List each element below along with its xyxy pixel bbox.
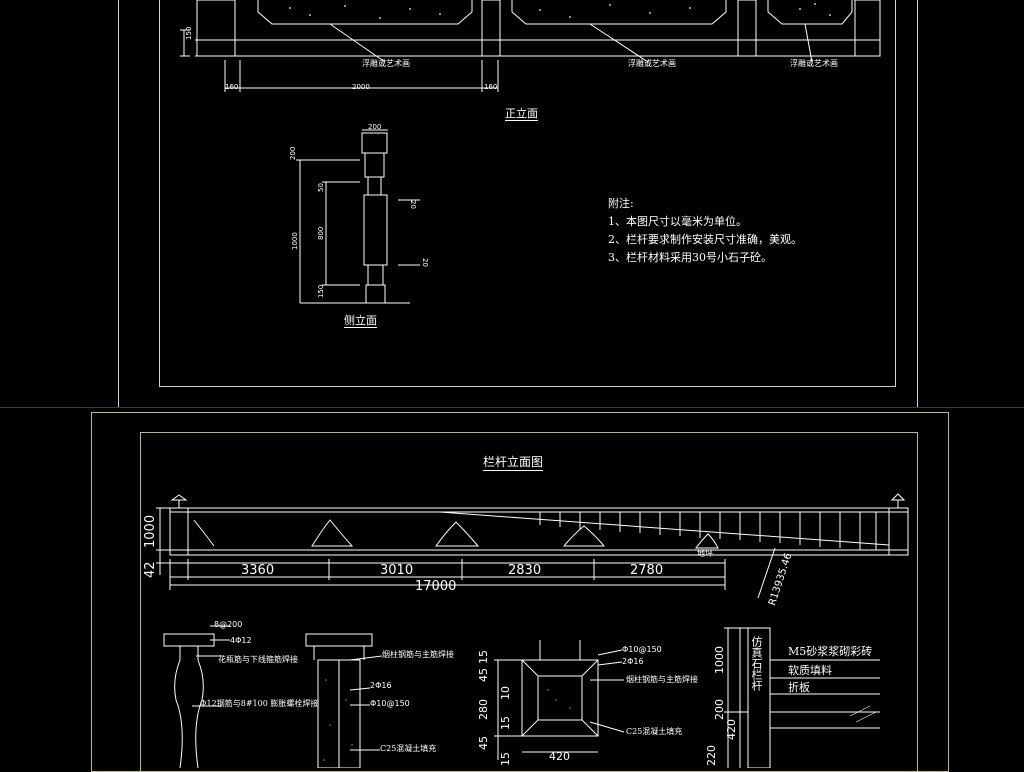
span-2830: 2830 bbox=[508, 563, 542, 578]
ground-label: 地坪 bbox=[697, 549, 713, 558]
detail3-dim-15a: 15 bbox=[477, 650, 490, 664]
notes-heading: 附注: bbox=[608, 197, 634, 210]
upper-drawing bbox=[180, 0, 881, 304]
detail3-dim-15c: 15 bbox=[499, 752, 512, 766]
detail4-dim-220: 220 bbox=[705, 745, 718, 766]
panel-note-3: 浮雕或艺术画 bbox=[790, 59, 838, 68]
panel-note-1: 浮雕或艺术画 bbox=[362, 59, 410, 68]
detail3-stirrup: Φ10@150 bbox=[622, 645, 662, 654]
detail3-dim-45a: 45 bbox=[477, 668, 490, 682]
detail1-tie: 4Φ12 bbox=[230, 636, 252, 645]
detail3-dim-15b: 15 bbox=[499, 716, 512, 730]
dim-160-right: 160 bbox=[484, 83, 498, 91]
detail3-fill: C25混凝土填充 bbox=[626, 727, 683, 736]
detail3-dim-10: 10 bbox=[499, 686, 512, 700]
span-3360: 3360 bbox=[241, 563, 275, 578]
detail1-top: 8@200 bbox=[214, 620, 243, 629]
span-2780: 2780 bbox=[630, 563, 664, 578]
dim-2000: 2000 bbox=[352, 83, 370, 91]
detail3-bar: 2Φ16 bbox=[622, 657, 644, 666]
detail2-fill: C25混凝土填充 bbox=[380, 744, 437, 753]
detail3-dim-280: 280 bbox=[477, 699, 490, 720]
dim-160-left: 160 bbox=[225, 83, 239, 91]
span-3010: 3010 bbox=[380, 563, 414, 578]
detail4-layer-2: 软质填料 bbox=[788, 664, 832, 677]
detail4-layer-1: M5砂浆浆砌彩砖 bbox=[788, 645, 873, 658]
side-dim-top: 200 bbox=[368, 123, 382, 131]
detail3-weld: 烟柱钢筋与主筋焊接 bbox=[626, 675, 698, 684]
panel-note-2: 浮雕或艺术画 bbox=[628, 59, 676, 68]
railing-elevation-title: 栏杆立面图 bbox=[483, 455, 544, 471]
total-17000: 17000 bbox=[415, 579, 457, 594]
detail3-width: 420 bbox=[549, 750, 570, 763]
note-item-1: 1、本图尺寸以毫米为单位。 bbox=[608, 215, 747, 228]
upper-sheet-inner-frame bbox=[159, 0, 896, 387]
dim-42: 42 bbox=[143, 561, 158, 578]
detail2-stirrup: Φ10@150 bbox=[370, 699, 410, 708]
detail3-dim-45b: 45 bbox=[477, 736, 490, 750]
detail1-joint: 花瓶筋与下线箍筋焊接 bbox=[218, 655, 298, 664]
detail4-dim-200: 200 bbox=[713, 699, 726, 720]
detail2-bar: 2Φ16 bbox=[370, 681, 392, 690]
side-elevation-title: 侧立面 bbox=[344, 314, 377, 328]
sheet-separator bbox=[0, 407, 1024, 408]
detail4-vertical: 仿真石栏杆 bbox=[750, 636, 763, 691]
detail4-layer-3: 折板 bbox=[788, 681, 810, 694]
detail2-weld: 烟柱钢筋与主筋焊接 bbox=[382, 650, 454, 659]
dim-1000: 1000 bbox=[143, 514, 158, 548]
detail4-dim-1000: 1000 bbox=[713, 646, 726, 674]
note-item-3: 3、栏杆材料采用30号小石子砼。 bbox=[608, 251, 772, 264]
detail1-anchor: Φ12钢筋与8#100 膨胀螺栓焊接 bbox=[200, 699, 319, 708]
detail4-dim-420: 420 bbox=[725, 719, 738, 740]
note-item-2: 2、栏杆要求制作安装尺寸准确，美观。 bbox=[608, 233, 802, 246]
front-elevation-title: 正立面 bbox=[505, 107, 538, 121]
